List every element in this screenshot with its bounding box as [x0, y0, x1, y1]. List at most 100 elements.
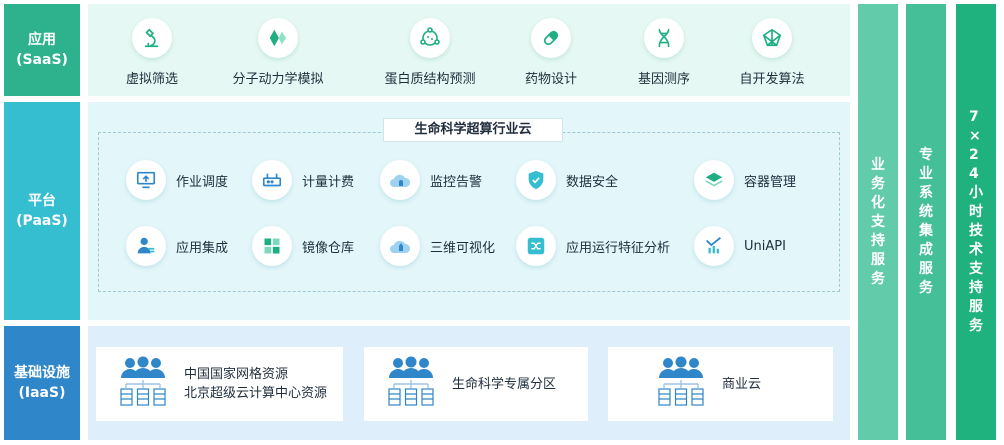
paas-item-label: 监控告警	[430, 174, 483, 190]
paas-item-job-scheduling: 作业调度	[126, 160, 228, 200]
paas-item-label: UniAPI	[744, 238, 786, 254]
service-label: 业务化支持服务	[871, 156, 885, 289]
server-cluster-icon	[656, 356, 706, 412]
paas-item-label: 应用集成	[176, 240, 229, 256]
saas-item-label: 蛋白质结构预测	[384, 72, 476, 87]
service-label-char: 成	[919, 242, 933, 258]
iaas-card-commercial-cloud: 商业云	[608, 347, 833, 421]
service-label-char: 服	[871, 251, 885, 268]
service-column-business-support: 业务化支持服务	[858, 4, 898, 440]
service-label: 专业系统集成服务	[919, 146, 933, 298]
service-label-char: 支	[969, 261, 983, 277]
iaas-label-line2: (IaaS)	[18, 385, 66, 401]
service-label-char: 务	[919, 280, 933, 296]
paas-cloud-title: 生命科学超算行业云	[383, 118, 563, 142]
service-label-char: 支	[871, 213, 885, 230]
paas-item-runtime-analysis: 应用运行特征分析	[516, 226, 670, 266]
layers-icon	[694, 160, 734, 200]
saas-label-line2: (SaaS)	[16, 52, 68, 68]
service-label-char: 专	[919, 147, 933, 163]
iaas-card-national-grid: 中国国家网格资源 北京超级云计算中心资源	[96, 347, 343, 421]
paas-label-line1: 平台	[28, 193, 56, 209]
service-label-char: 时	[969, 204, 983, 220]
saas-item-drug-design: 药物设计	[481, 18, 621, 87]
saas-item-protein-structure: 蛋白质结构预测	[360, 18, 500, 87]
saas-item-molecular-dynamics: 分子动力学模拟	[208, 18, 348, 87]
saas-layer-label: 应用 (SaaS)	[4, 4, 80, 96]
shield-icon	[516, 160, 556, 200]
service-label-char: 务	[871, 175, 885, 192]
paas-item-image-registry: 镜像仓库	[252, 226, 354, 266]
service-column-system-integration: 专业系统集成服务	[906, 4, 946, 440]
service-label-char: 4	[969, 166, 979, 182]
paas-item-3d-visualization: 三维可视化	[380, 226, 495, 266]
paas-label-line2: (PaaS)	[16, 213, 68, 229]
dna-icon	[644, 18, 684, 58]
service-label-char: 集	[919, 223, 933, 239]
service-label-char: 持	[969, 280, 983, 296]
microscope-icon	[132, 18, 172, 58]
service-label-char: 术	[969, 242, 983, 258]
iaas-card-text: 商业云	[722, 375, 761, 394]
saas-layer: 虚拟筛选 分子动力学模拟 蛋白质结构预测 药物设计	[88, 4, 850, 96]
iaas-card-line1: 中国国家网格资源	[184, 367, 289, 382]
iaas-card-line1: 商业云	[722, 376, 762, 392]
service-label-char: 务	[871, 270, 885, 287]
cloud-alarm-icon	[380, 160, 420, 200]
service-label-char: 技	[969, 223, 983, 239]
paas-item-label: 镜像仓库	[302, 240, 355, 256]
service-label-char: 持	[871, 232, 885, 249]
grid-blocks-icon	[252, 226, 292, 266]
paas-item-data-security: 数据安全	[516, 160, 618, 200]
saas-label-line1: 应用	[28, 32, 56, 48]
service-label-char: 业	[919, 166, 933, 182]
saas-item-label: 分子动力学模拟	[232, 72, 324, 87]
service-label-char: 业	[871, 156, 885, 173]
service-label-char: 化	[871, 194, 885, 211]
paas-item-uniapi: UniAPI	[694, 226, 786, 266]
service-label-char: 7	[969, 109, 979, 125]
saas-item-virtual-screening: 虚拟筛选	[82, 18, 222, 87]
service-label-char: 服	[969, 299, 983, 315]
paas-item-label: 数据安全	[566, 174, 619, 190]
paas-item-label: 计量计费	[302, 174, 355, 190]
iaas-layer-label: 基础设施 (IaaS)	[4, 326, 80, 440]
paas-item-metering-billing: 计量计费	[252, 160, 354, 200]
user-integration-icon	[126, 226, 166, 266]
server-cluster-icon	[386, 356, 436, 412]
router-icon	[252, 160, 292, 200]
saas-item-label: 自开发算法	[739, 72, 805, 87]
server-cluster-icon	[118, 356, 168, 412]
paas-item-label: 应用运行特征分析	[566, 240, 671, 256]
saas-item-label: 药物设计	[524, 72, 577, 87]
iaas-card-text: 生命科学专属分区	[452, 375, 556, 394]
paas-dashed-frame	[98, 132, 840, 292]
iaas-card-life-science-partition: 生命科学专属分区	[364, 347, 588, 421]
api-check-icon	[694, 226, 734, 266]
iaas-card-text: 中国国家网格资源 北京超级云计算中心资源	[184, 365, 327, 403]
paas-item-app-integration: 应用集成	[126, 226, 228, 266]
paas-item-container-management: 容器管理	[694, 160, 796, 200]
service-label-char: ×	[969, 128, 981, 144]
paas-item-label: 作业调度	[176, 174, 229, 190]
diamond-molecule-icon	[258, 18, 298, 58]
saas-item-label: 基因测序	[637, 72, 690, 87]
pill-icon	[531, 18, 571, 58]
paas-item-label: 容器管理	[744, 174, 797, 190]
service-label-char: 服	[919, 261, 933, 277]
saas-item-label: 虚拟筛选	[125, 72, 178, 87]
service-label-char: 2	[969, 147, 979, 163]
saas-item-gene-sequencing: 基因测序	[594, 18, 734, 87]
cloud-rocket-icon	[380, 226, 420, 266]
service-label-char: 务	[969, 318, 983, 334]
protein-structure-icon	[410, 18, 450, 58]
iaas-layer: 中国国家网格资源 北京超级云计算中心资源 生命科学专属分区	[88, 326, 850, 440]
iaas-label-line1: 基础设施	[14, 365, 70, 381]
monitor-icon	[126, 160, 166, 200]
service-column-tech-support: 7 × 2 4 小时技术支持服务	[956, 4, 996, 440]
service-label-char: 系	[919, 185, 933, 201]
service-label-char: 统	[919, 204, 933, 220]
service-label-char: 小	[969, 185, 983, 201]
iaas-card-line1: 生命科学专属分区	[452, 376, 557, 392]
network-triangle-icon	[752, 18, 792, 58]
